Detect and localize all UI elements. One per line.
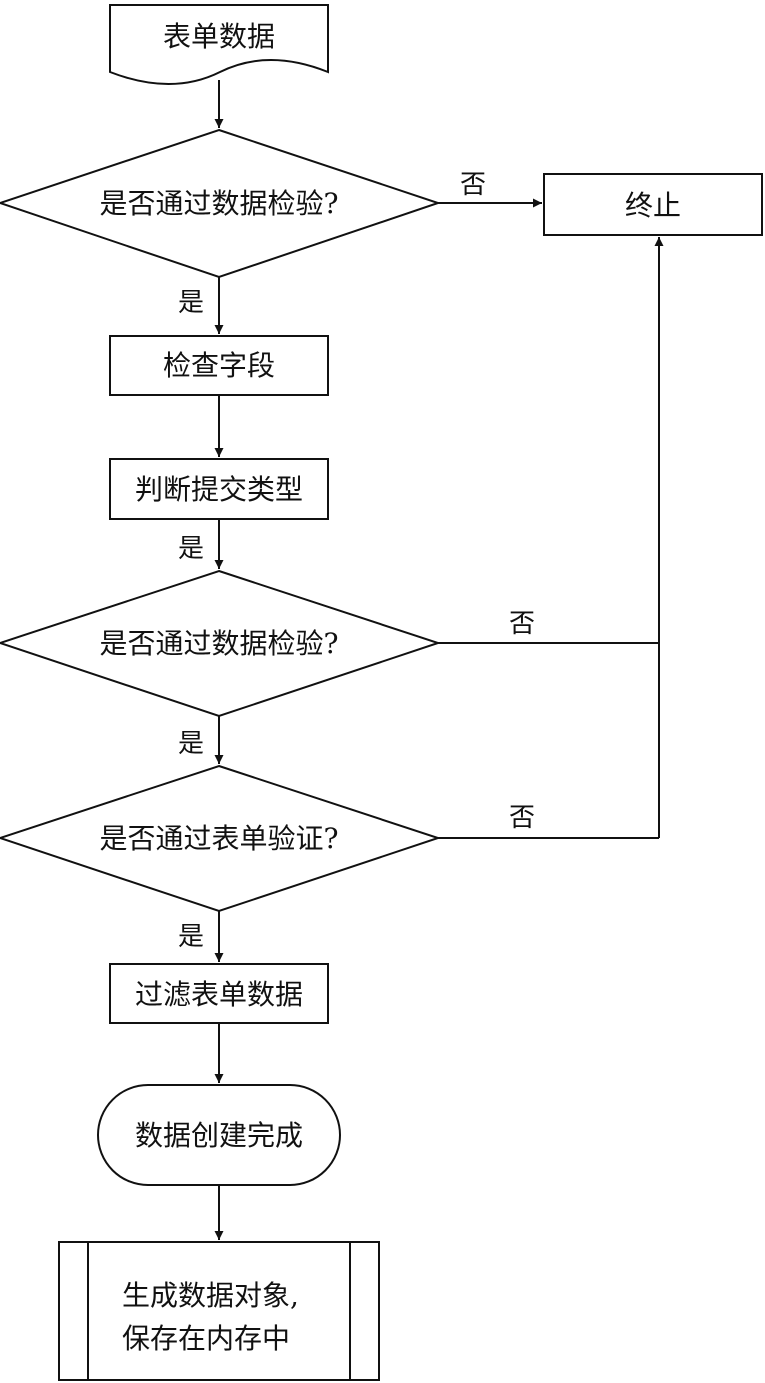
edge-label-yes: 是 (178, 729, 204, 759)
predefined-process-box (58, 1241, 380, 1381)
node-label-line1: 生成数据对象, (122, 1279, 299, 1312)
node-terminate: 终止 (543, 173, 763, 236)
process-box (109, 458, 329, 520)
node-data-created: 数据创建完成 (97, 1084, 341, 1186)
process-box (109, 963, 329, 1024)
edge-label-yes: 是 (178, 534, 204, 564)
node-label: 是否通过数据检验? (99, 187, 338, 220)
node-label: 判断提交类型 (135, 473, 303, 506)
node-label: 终止 (625, 189, 681, 222)
document-shape (109, 4, 329, 85)
node-label-line2: 保存在内存中 (122, 1322, 290, 1355)
node-decision-data-check-1: 是否通过数据检验? (0, 128, 442, 279)
edge-label-no: 否 (460, 170, 486, 200)
process-box (109, 335, 329, 396)
node-save-object: 生成数据对象, 保存在内存中 (58, 1241, 380, 1381)
node-decision-data-check-2: 是否通过数据检验? (0, 569, 442, 718)
node-label: 数据创建完成 (135, 1119, 303, 1152)
node-label: 过滤表单数据 (135, 978, 303, 1011)
process-box (543, 173, 763, 236)
node-label: 是否通过表单验证? (99, 822, 338, 855)
node-form-data: 表单数据 (109, 4, 329, 85)
edge-label-no: 否 (509, 609, 535, 639)
edge-label-yes: 是 (178, 288, 204, 318)
node-label: 是否通过数据检验? (99, 627, 338, 660)
node-label: 检查字段 (163, 349, 275, 382)
node-check-fields: 检查字段 (109, 335, 329, 396)
node-label: 表单数据 (163, 20, 275, 53)
node-filter-form-data: 过滤表单数据 (109, 963, 329, 1024)
node-judge-submit-type: 判断提交类型 (109, 458, 329, 520)
node-decision-form-validation: 是否通过表单验证? (0, 764, 442, 913)
edge-label-no: 否 (509, 803, 535, 833)
edge-label-yes: 是 (178, 922, 204, 952)
